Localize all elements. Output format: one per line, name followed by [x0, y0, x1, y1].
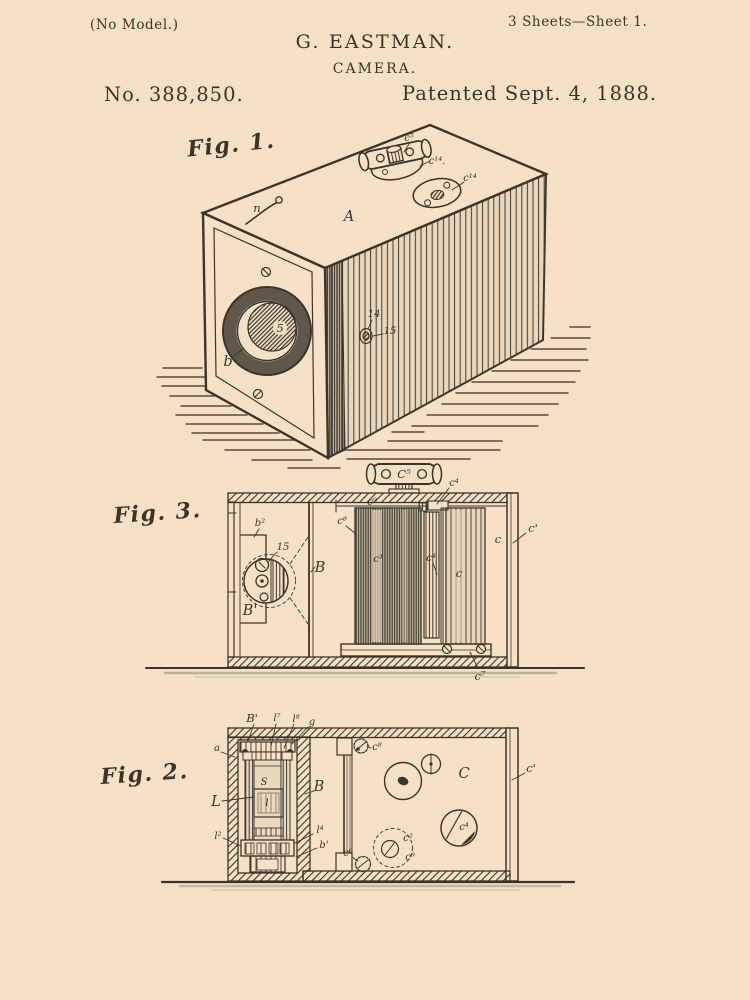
- lens-assembly: [222, 286, 312, 376]
- fig2-ref-l: l: [265, 798, 268, 809]
- inventor-name: G. EASTMAN.: [295, 31, 455, 53]
- fig2-pulley: [383, 761, 423, 801]
- fig1-label: Fig. 1.: [185, 128, 276, 163]
- fig1-ref-14: 14: [368, 309, 381, 320]
- film-dial: [412, 177, 462, 209]
- fig3-ground: [145, 667, 585, 678]
- fig2-ref-l4: l⁴: [316, 825, 323, 836]
- fig1-ref-b: b: [223, 354, 232, 370]
- figure-2: Fig. 2. B' l⁷ l⁸ g a B L l S l² l⁴ b' c⁸…: [99, 711, 576, 891]
- fig3-film-rollers: [340, 507, 492, 657]
- fig2-ref-c2: c²: [403, 833, 413, 844]
- winding-key: [358, 138, 432, 181]
- invention-title: CAMERA.: [332, 61, 418, 77]
- fig2-ref-l8: l⁸: [292, 714, 299, 725]
- fig1-ground-shading: [156, 326, 591, 469]
- fig2-ref-a: a: [214, 743, 220, 754]
- fig3-ref-c: c: [456, 566, 463, 580]
- fig2-ref-B-prime: B': [245, 711, 258, 725]
- shutter-string: [245, 196, 283, 225]
- sheet-info: 3 Sheets—Sheet 1.: [508, 14, 648, 30]
- fig2-takeup-spool: [440, 809, 478, 847]
- fig2-partition: [335, 737, 353, 872]
- fig2-ref-c4: c⁴: [459, 822, 469, 833]
- fig2-guide-roller: [420, 753, 442, 775]
- fig3-ref-c3: c³: [373, 554, 383, 565]
- fig1-ref-c5: c⁵: [404, 133, 414, 144]
- fig1-ref-5: 5: [276, 321, 283, 335]
- figure-3: Fig. 3. C⁵ c⁴ c⁹ c⁸ b² 15 B B' c³ c⁴ c c…: [112, 463, 585, 683]
- fig3-ref-c-wall: c: [495, 532, 502, 546]
- fig3-ref-c9: c⁹: [367, 497, 377, 508]
- fig2-ref-B: B: [313, 779, 325, 795]
- fig2-ref-c9: c⁹: [405, 852, 415, 863]
- fig2-ref-C: C: [458, 766, 469, 782]
- fig3-ref-C5: C⁵: [397, 467, 411, 481]
- figure-1: Fig. 1. c⁵ c¹⁴. c¹⁴ n A b 5 14 15: [156, 123, 591, 469]
- fig3-ref-c4-top: c⁴: [449, 478, 459, 489]
- patent-date: Patented Sept. 4, 1888.: [402, 82, 658, 105]
- fig1-ref-c14-dial: c¹⁴: [463, 173, 477, 184]
- fig2-ref-l7: l⁷: [273, 713, 280, 724]
- side-stud: [359, 327, 373, 345]
- fig2-ref-c6: c⁶: [343, 848, 353, 859]
- front-screw-top: [260, 266, 272, 278]
- fig3-shutter-mechanism: [239, 534, 309, 625]
- fig3-leaders: [253, 487, 527, 669]
- fig3-ref-c8: c⁸: [337, 516, 347, 527]
- fig2-ref-b-prime: b': [319, 840, 328, 851]
- fig3-ref-b2: b²: [255, 518, 265, 529]
- fig2-ref-L: L: [210, 794, 221, 810]
- fig2-ref-c-prime: c': [526, 761, 536, 775]
- box-front-panel: [213, 227, 315, 440]
- fig3-label: Fig. 3.: [112, 497, 203, 529]
- patent-number: No. 388,850.: [104, 83, 244, 106]
- fig3-winding-key: [365, 463, 443, 494]
- fig2-lens-tube: [237, 739, 298, 874]
- fig3-ref-B: B: [314, 560, 326, 576]
- fig2-ref-c8: c⁸: [372, 742, 382, 753]
- fig2-gear-top: [353, 738, 369, 754]
- fig2-leaders: [220, 723, 526, 862]
- fig2-dashed-spool: [373, 828, 413, 868]
- fig3-ref-c4: c⁴: [426, 553, 436, 564]
- fig3-ref-c-prime: c': [528, 521, 538, 535]
- fig1-leaders: [232, 143, 465, 358]
- fig2-ref-l2: l²: [214, 831, 221, 842]
- fig1-ref-c14-latch: c¹⁴.: [429, 156, 446, 167]
- fig2-ref-S: S: [261, 777, 268, 788]
- fig1-ref-15: 15: [384, 326, 397, 337]
- fig3-ref-B-prime: B': [242, 603, 258, 619]
- fig1-ref-A: A: [342, 209, 354, 225]
- fig1-camera-box: [199, 123, 550, 461]
- fig2-label: Fig. 2.: [99, 758, 190, 790]
- no-model-note: (No Model.): [90, 17, 179, 33]
- front-screw-bottom: [252, 388, 264, 400]
- fig3-ref-15: 15: [277, 542, 290, 553]
- fig3-ref-c7: c⁷: [474, 669, 485, 683]
- fig2-ground: [160, 880, 576, 891]
- fig2-gear-bottom: [354, 855, 372, 873]
- fig1-ref-n: n: [253, 201, 260, 215]
- fig2-ref-g: g: [309, 717, 315, 728]
